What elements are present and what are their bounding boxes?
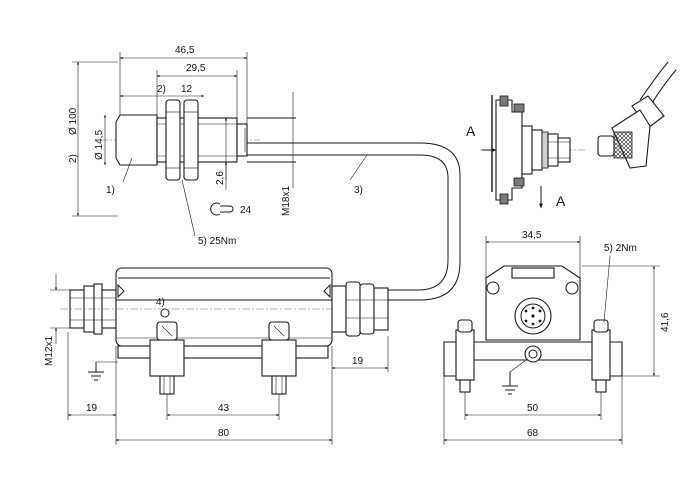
junction-box-view bbox=[60, 267, 389, 395]
dim-41-6: 41,6 bbox=[660, 312, 671, 332]
mount-right bbox=[261, 321, 297, 395]
sensor-dimensions: 46,5 29,5 2) 12 2) Ø 100 Ø 14,5 2,6 M18x… bbox=[68, 45, 294, 217]
dim-43: 43 bbox=[218, 403, 230, 414]
cable bbox=[247, 142, 461, 301]
dim-46-5: 46,5 bbox=[175, 45, 195, 56]
section-a-bottom-label: A bbox=[556, 193, 566, 209]
dim-2-6: 2,6 bbox=[215, 171, 226, 185]
dim-19-left: 19 bbox=[86, 403, 98, 414]
angled-connector bbox=[597, 61, 677, 169]
dim-29-5: 29,5 bbox=[186, 63, 206, 74]
end-mount-left bbox=[455, 319, 475, 393]
sensor-view bbox=[100, 99, 296, 181]
box-dimensions: M12x1 19 43 80 19 bbox=[44, 274, 389, 445]
ground-icon-end bbox=[502, 359, 527, 395]
sensor-callouts: 1) 5) 25Nm 24 3) bbox=[106, 154, 368, 247]
callout-1: 1) bbox=[106, 185, 115, 196]
dim-68: 68 bbox=[527, 428, 539, 439]
end-view-dimensions: 34,5 41,6 50 68 5) 2Nm bbox=[443, 230, 671, 445]
callout-4: 4) bbox=[156, 297, 165, 308]
end-mount-right bbox=[591, 319, 611, 393]
ground-icon bbox=[88, 361, 118, 381]
dim-50: 50 bbox=[527, 403, 539, 414]
callout-5-2nm: 5) 2Nm bbox=[604, 243, 637, 254]
dim-m12: M12x1 bbox=[44, 336, 55, 366]
dim-100-prefix: 2) bbox=[68, 154, 79, 163]
callout-3: 3) bbox=[354, 185, 363, 196]
dim-34-5: 34,5 bbox=[522, 230, 542, 241]
dim-12: 12 bbox=[181, 84, 193, 95]
dim-80: 80 bbox=[218, 428, 230, 439]
mount-left bbox=[149, 321, 185, 395]
callout-5-25nm: 5) 25Nm bbox=[198, 236, 236, 247]
wrench-size: 24 bbox=[240, 205, 252, 216]
wrench-icon bbox=[210, 202, 234, 216]
section-a-left-label: A bbox=[466, 123, 476, 139]
dim-19-right: 19 bbox=[352, 356, 364, 367]
end-view bbox=[443, 265, 623, 395]
dim-14-5: Ø 14,5 bbox=[94, 130, 105, 160]
dim-12-prefix: 2) bbox=[157, 84, 166, 95]
dim-100: Ø 100 bbox=[68, 107, 79, 135]
dim-m18: M18x1 bbox=[281, 186, 292, 216]
section-a-view: A A bbox=[466, 95, 585, 209]
